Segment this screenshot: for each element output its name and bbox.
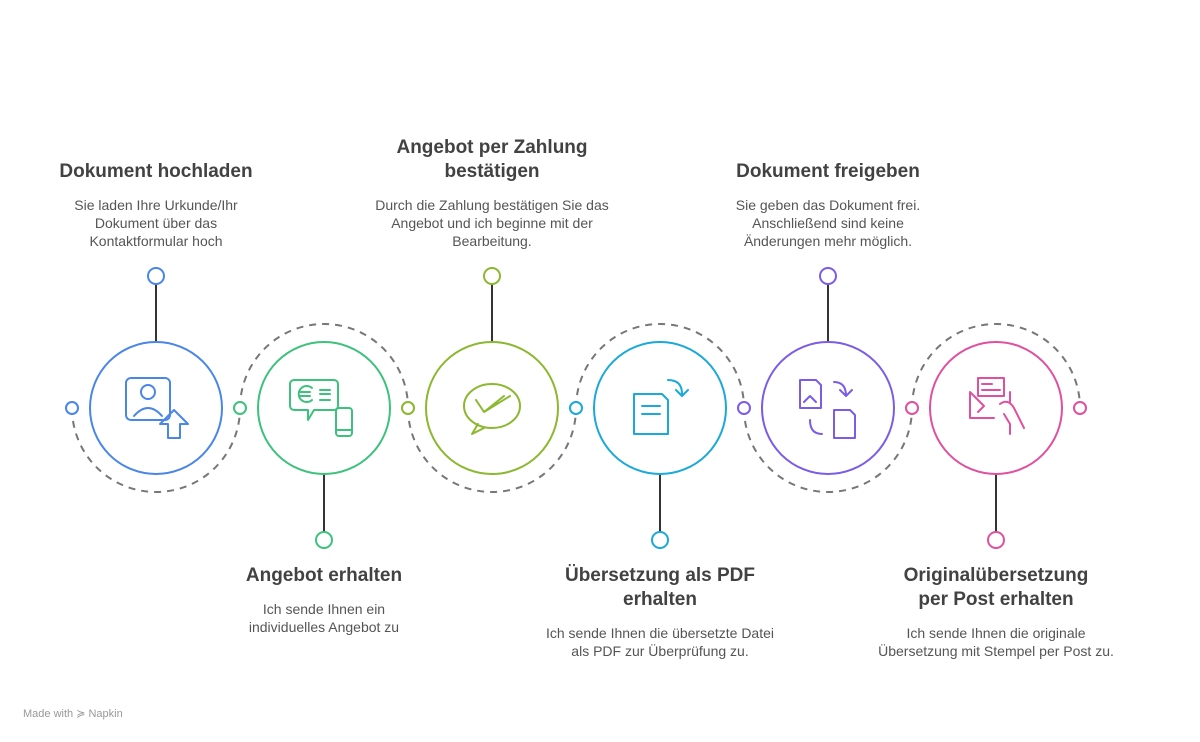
stem-dot — [147, 267, 165, 285]
connector-arc — [71, 407, 241, 493]
stem-dot — [819, 267, 837, 285]
document-arrow-icon — [633, 379, 689, 435]
step-node-2 — [233, 341, 391, 549]
connector-arc — [239, 323, 409, 409]
connector-dot — [401, 401, 415, 415]
step-title: Angebot erhalten — [245, 565, 403, 586]
step-title: Übersetzung als PDF erhalten — [564, 565, 756, 610]
connector-arc — [575, 323, 745, 409]
step-circle — [257, 341, 391, 475]
connector-arc — [743, 407, 913, 493]
connector-arc — [911, 323, 1081, 409]
step-title: Dokument freigeben — [736, 161, 920, 182]
step-node-5 — [737, 267, 895, 475]
step-circle — [89, 341, 223, 475]
step-description: Ich sende Ihnen ein individuelles Angebo… — [248, 601, 400, 635]
step-node-1 — [65, 267, 223, 475]
step-node-6 — [905, 341, 1087, 549]
step-circle — [929, 341, 1063, 475]
step-circle — [593, 341, 727, 475]
stem-dot — [987, 531, 1005, 549]
step-circle — [761, 341, 895, 475]
euro-chat-phone-icon — [289, 379, 353, 437]
step-title: Originalübersetzung per Post erhalten — [903, 565, 1089, 610]
step-node-3 — [401, 267, 559, 475]
document-exchange-icon — [799, 379, 856, 439]
connector-dot — [233, 401, 247, 415]
connector-dot — [1073, 401, 1087, 415]
step-description: Sie laden Ihre Urkunde/Ihr Dokument über… — [74, 197, 238, 249]
upload-user-icon — [125, 377, 189, 439]
stem-dot — [651, 531, 669, 549]
envelope-hand-icon — [969, 377, 1025, 435]
stem-dot — [483, 267, 501, 285]
step-description: Ich sende Ihnen die originale Übersetzun… — [878, 625, 1114, 659]
step-title: Dokument hochladen — [59, 161, 253, 182]
step-description: Durch die Zahlung bestätigen Sie das Ang… — [375, 197, 609, 249]
stem-dot — [315, 531, 333, 549]
footer-brand: Made with ≽ Napkin — [23, 708, 123, 720]
step-description: Ich sende Ihnen die übersetzte Datei als… — [545, 625, 775, 659]
connector-dot — [569, 401, 583, 415]
step-node-4 — [569, 341, 727, 549]
step-title: Angebot per Zahlung bestätigen — [396, 137, 588, 182]
connector-dot — [65, 401, 79, 415]
connector-dot — [905, 401, 919, 415]
chat-check-icon — [463, 383, 521, 435]
step-description: Sie geben das Dokument frei. Anschließen… — [735, 197, 921, 249]
connector-dot — [737, 401, 751, 415]
connector-arc — [407, 407, 577, 493]
